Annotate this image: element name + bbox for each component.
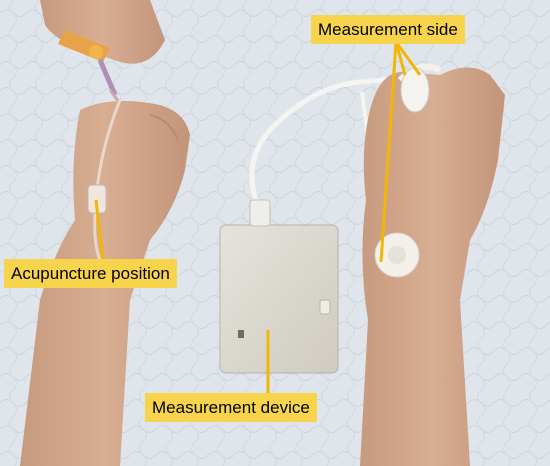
device-cable xyxy=(249,75,396,217)
pointer-measurement-side xyxy=(379,41,398,263)
pointer-acupuncture xyxy=(94,199,105,263)
acupuncture-position-label: Acupuncture position xyxy=(4,259,177,288)
measurement-side-label: Measurement side xyxy=(311,15,465,44)
measurement-device-label: Measurement device xyxy=(145,393,317,422)
right-hand xyxy=(360,63,505,466)
measurement-device xyxy=(219,199,339,374)
pointer-lines xyxy=(94,41,422,396)
top-hand xyxy=(40,0,165,111)
